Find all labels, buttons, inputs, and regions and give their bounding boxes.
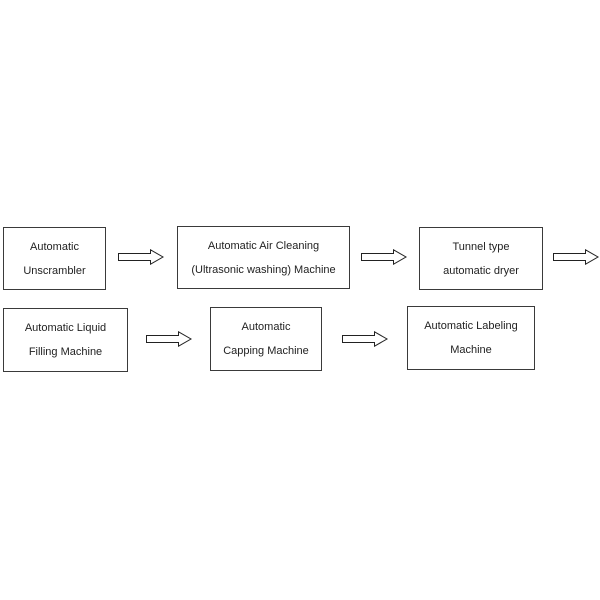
node-unscrambler-line-1: Automatic bbox=[30, 240, 79, 253]
arrow-tunnel-dryer-to-liquid-filling bbox=[553, 249, 599, 265]
node-tunnel-dryer-line-1: Tunnel type bbox=[452, 240, 510, 253]
node-liquid-filling-line-2: Filling Machine bbox=[28, 346, 103, 358]
arrow-liquid-filling-to-capping bbox=[146, 331, 192, 347]
node-capping: Automatic Capping Machine bbox=[210, 307, 322, 371]
node-unscrambler: Automatic Unscrambler bbox=[3, 227, 106, 290]
node-capping-line-1: Automatic bbox=[241, 321, 291, 333]
node-air-cleaning-line-2: (Ultrasonic washing) Machine bbox=[191, 263, 336, 276]
node-liquid-filling: Automatic Liquid Filling Machine bbox=[3, 308, 128, 372]
arrow-air-cleaning-to-tunnel-dryer bbox=[361, 249, 407, 265]
node-tunnel-dryer: Tunnel type automatic dryer bbox=[419, 227, 543, 290]
node-unscrambler-line-2: Unscrambler bbox=[23, 264, 86, 277]
node-air-cleaning: Automatic Air Cleaning (Ultrasonic washi… bbox=[177, 226, 350, 289]
node-labeling-line-2: Machine bbox=[450, 344, 492, 356]
node-tunnel-dryer-line-2: automatic dryer bbox=[443, 264, 519, 277]
node-air-cleaning-line-1: Automatic Air Cleaning bbox=[207, 239, 320, 252]
node-capping-line-2: Capping Machine bbox=[223, 345, 309, 357]
arrow-capping-to-labeling bbox=[342, 331, 388, 347]
node-labeling-line-1: Automatic Labeling bbox=[424, 320, 518, 332]
arrow-unscrambler-to-air-cleaning bbox=[118, 249, 164, 265]
node-labeling: Automatic Labeling Machine bbox=[407, 306, 535, 370]
node-liquid-filling-line-1: Automatic Liquid bbox=[24, 322, 107, 334]
